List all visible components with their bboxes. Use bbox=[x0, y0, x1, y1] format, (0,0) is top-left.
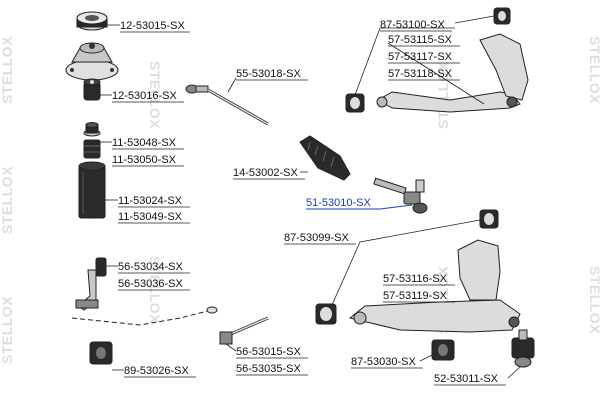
watermark-right: STELLOX bbox=[587, 36, 600, 104]
label-56-53034: 56-53034-SX bbox=[118, 261, 183, 273]
label-87-53030: 87-53030-SX bbox=[351, 356, 416, 368]
stabilizer-bar bbox=[71, 306, 218, 326]
tie-rod-end bbox=[373, 177, 428, 214]
strut-mount-bearing bbox=[76, 11, 108, 31]
label-14-53002: 14-53002-SX bbox=[233, 167, 298, 179]
watermark-left-bottom: STELLOX bbox=[0, 296, 15, 364]
watermark-left-top: STELLOX bbox=[0, 36, 15, 104]
lower-arm-bushing bbox=[431, 339, 455, 361]
label-87-53099: 87-53099-SX bbox=[284, 232, 349, 244]
ball-joint bbox=[511, 329, 535, 368]
label-12-53016: 12-53016-SX bbox=[112, 90, 177, 102]
label-57-53116: 57-53116-SX bbox=[383, 273, 448, 285]
watermark-center-left: STELLOX bbox=[147, 61, 163, 129]
watermark-right-b: STELLOX bbox=[587, 266, 600, 334]
upper-control-arm-bushing-bottom bbox=[345, 93, 365, 113]
label-51-53010: 51-53010-SX bbox=[306, 197, 371, 209]
steering-rack-boot bbox=[299, 135, 351, 181]
lower-control-arm-bushing-top bbox=[479, 209, 499, 229]
dust-cover-boot bbox=[78, 161, 106, 219]
label-56-53036: 56-53036-SX bbox=[118, 278, 183, 290]
label-11-53050: 11-53050-SX bbox=[112, 154, 177, 166]
upper-control-arm-bushing-top bbox=[493, 7, 511, 25]
upper-control-arm bbox=[376, 33, 529, 113]
label-11-53049: 11-53049-SX bbox=[118, 211, 183, 223]
label-12-53015: 12-53015-SX bbox=[120, 20, 185, 32]
label-89-53026: 89-53026-SX bbox=[124, 365, 189, 377]
label-87-53100: 87-53100-SX bbox=[380, 19, 445, 31]
label-11-53024: 11-53024-SX bbox=[118, 195, 183, 207]
stabilizer-bushing bbox=[89, 341, 113, 365]
label-55-53018: 55-53018-SX bbox=[236, 68, 301, 80]
label-57-53117: 57-53117-SX bbox=[388, 51, 453, 63]
stabilizer-link bbox=[75, 257, 107, 311]
bump-stop bbox=[83, 139, 101, 159]
label-57-53118: 57-53118-SX bbox=[388, 68, 453, 80]
label-56-53015: 56-53015-SX bbox=[236, 346, 301, 358]
lower-control-arm bbox=[348, 239, 521, 333]
lower-control-arm-bushing-bottom bbox=[315, 303, 337, 325]
label-57-53119: 57-53119-SX bbox=[383, 290, 448, 302]
watermark-left: STELLOX bbox=[0, 166, 15, 234]
label-56-53035: 56-53035-SX bbox=[236, 363, 301, 375]
stabilizer-link-rod bbox=[219, 316, 269, 345]
inner-tie-rod bbox=[185, 84, 269, 126]
bump-stop-washer bbox=[83, 122, 101, 137]
label-57-53115: 57-53115-SX bbox=[388, 34, 453, 46]
label-11-53048: 11-53048-SX bbox=[112, 137, 177, 149]
strut-bushing bbox=[83, 78, 101, 101]
strut-mount bbox=[65, 42, 119, 81]
label-52-53011: 52-53011-SX bbox=[434, 373, 499, 385]
